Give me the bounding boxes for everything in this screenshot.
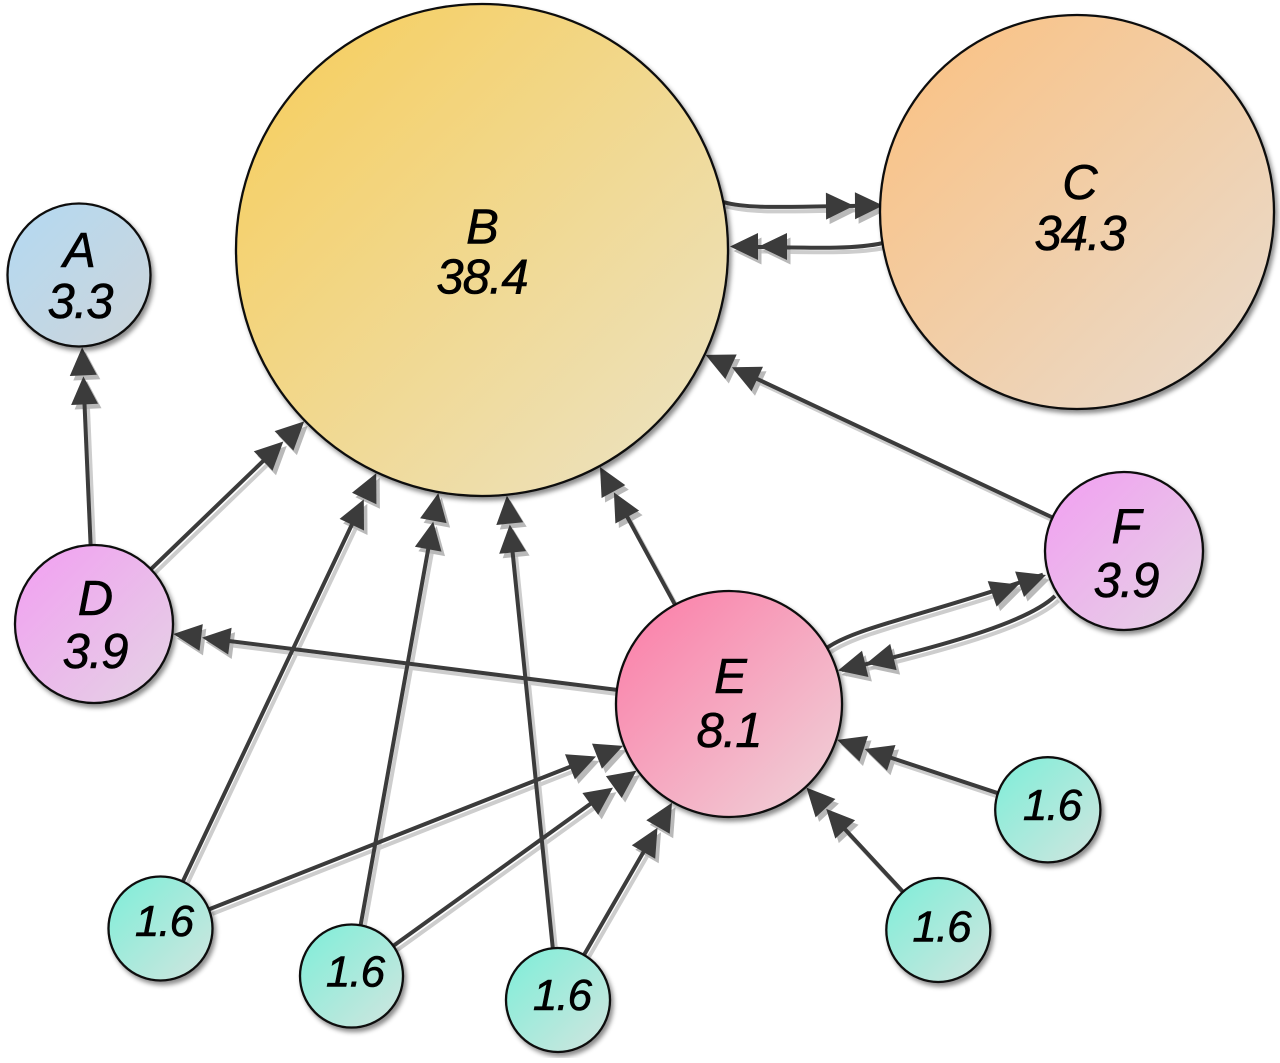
svg-text:1.6: 1.6 bbox=[533, 971, 593, 1020]
svg-text:3.9: 3.9 bbox=[62, 625, 128, 679]
svg-text:38.4: 38.4 bbox=[436, 251, 527, 305]
svg-text:A: A bbox=[60, 224, 95, 278]
svg-text:1.6: 1.6 bbox=[912, 903, 972, 952]
svg-text:8.1: 8.1 bbox=[696, 704, 761, 758]
svg-text:3.3: 3.3 bbox=[47, 275, 113, 329]
svg-text:C: C bbox=[1062, 156, 1098, 210]
svg-text:34.3: 34.3 bbox=[1034, 207, 1126, 261]
svg-text:F: F bbox=[1112, 500, 1145, 554]
svg-text:E: E bbox=[714, 650, 748, 704]
svg-text:1.6: 1.6 bbox=[1023, 781, 1083, 830]
svg-text:B: B bbox=[466, 201, 498, 255]
svg-text:D: D bbox=[78, 572, 112, 626]
svg-text:1.6: 1.6 bbox=[326, 948, 386, 997]
svg-text:3.9: 3.9 bbox=[1093, 554, 1159, 608]
svg-text:1.6: 1.6 bbox=[135, 897, 195, 946]
